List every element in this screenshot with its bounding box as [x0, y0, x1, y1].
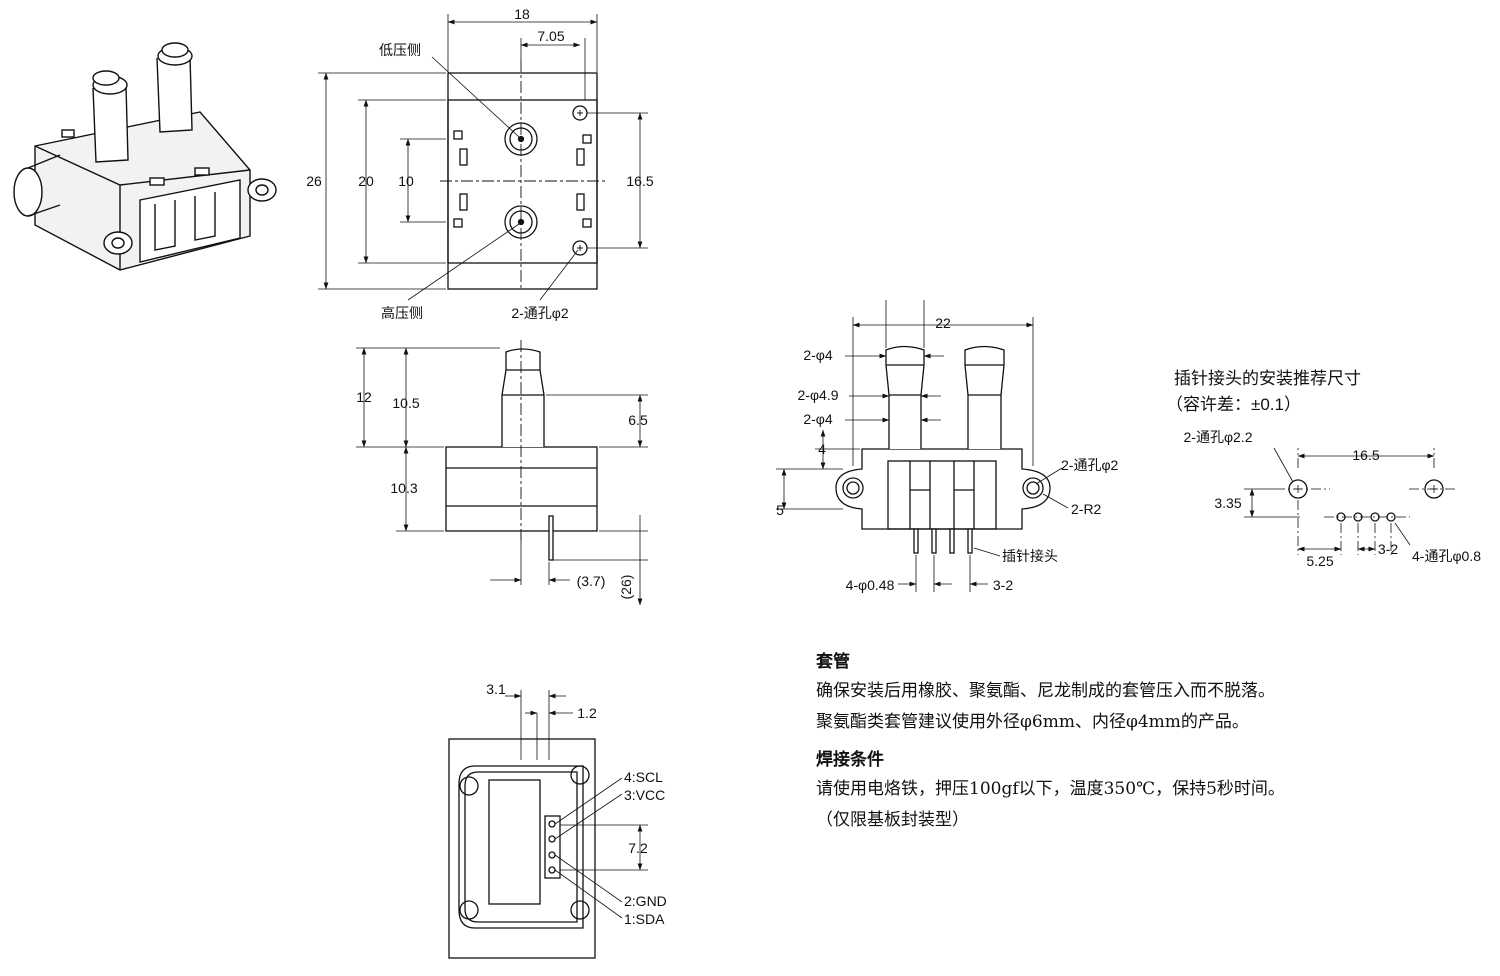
dim-3-7: (3.7)	[577, 573, 606, 589]
top-view	[318, 14, 648, 301]
top-view-labels: 18 7.05 26 20 10 16.5 低压侧 高压侧 2-通孔φ2	[306, 6, 654, 321]
solder-line-2: （仅限基板封装型）	[816, 810, 969, 830]
dim-3-35: 3.35	[1214, 495, 1241, 511]
dim-1-2: 1.2	[577, 705, 597, 721]
label-phi-4-9: 2-φ4.9	[798, 387, 839, 403]
label-through-hole-front: 2-通孔φ2	[1061, 457, 1119, 473]
label-high-pressure-side: 高压侧	[381, 305, 423, 321]
label-pin-sda: 1:SDA	[624, 911, 665, 927]
label-low-pressure-side: 低压侧	[379, 42, 421, 58]
front-view-labels: 22 2-φ4 2-φ4.9 2-φ4 4 5 2-通孔φ2 2-R2 插针接头…	[776, 315, 1118, 593]
mount-tolerance-text: （容许差：±0.1）	[1166, 395, 1301, 414]
solder-heading: 焊接条件	[816, 750, 884, 770]
label-mount-pitch: 3-2	[1378, 541, 1398, 557]
solder-line-1: 请使用电烙铁，押压100gf以下，温度350℃，保持5秒时间。	[816, 779, 1285, 799]
sleeve-heading: 套管	[816, 652, 850, 672]
bottom-view-labels: 3.1 1.2 7.2 4:SCL 3:VCC 2:GND 1:SDA	[486, 681, 667, 927]
dim-7-2: 7.2	[628, 840, 648, 856]
dim-20: 20	[358, 173, 374, 189]
label-pin-diameter: 4-φ0.48	[846, 577, 895, 593]
mount-title-text: 插针接头的安装推荐尺寸	[1174, 369, 1361, 388]
sleeve-line-2: 聚氨酯类套管建议使用外径φ6mm、内径φ4mm的产品。	[816, 712, 1249, 732]
label-pin-connector: 插针接头	[1002, 548, 1058, 564]
front-view	[776, 300, 1069, 592]
label-pin-scl: 4:SCL	[624, 769, 663, 785]
dim-10: 10	[398, 173, 414, 189]
side-view-labels: 12 10.5 6.5 10.3 (3.7) (26)	[356, 389, 648, 599]
label-r2: 2-R2	[1071, 501, 1102, 517]
dim-26: 26	[306, 173, 322, 189]
sleeve-line-1: 确保安装后用橡胶、聚氨酯、尼龙制成的套管压入而不脱落。	[816, 681, 1275, 701]
dim-26-ref: (26)	[618, 575, 634, 600]
dim-7-05: 7.05	[537, 28, 564, 44]
label-pin-vcc: 3:VCC	[624, 787, 665, 803]
bottom-view	[448, 690, 648, 959]
dim-5: 5	[776, 502, 784, 518]
dim-18: 18	[514, 6, 530, 22]
label-phi-4-bottom: 2-φ4	[803, 411, 833, 427]
isometric-view	[13, 42, 277, 271]
mount-labels: 2-通孔φ2.2 16.5 3.35 5.25 3-2 4-通孔φ0.8	[1184, 429, 1482, 569]
dim-22: 22	[935, 315, 951, 331]
label-phi-4-top: 2-φ4	[803, 347, 833, 363]
dim-6-5: 6.5	[628, 412, 648, 428]
label-pin-gnd: 2:GND	[624, 893, 667, 909]
side-view	[356, 340, 648, 606]
dim-10-5: 10.5	[392, 395, 419, 411]
label-pin-pitch: 3-2	[993, 577, 1013, 593]
dim-mount-16-5: 16.5	[1352, 447, 1379, 463]
dim-10-3: 10.3	[390, 480, 417, 496]
mount-pattern	[1244, 447, 1455, 555]
label-through-hole: 2-通孔φ2	[511, 305, 569, 321]
label-mount-hole-0-8: 4-通孔φ0.8	[1412, 548, 1481, 564]
label-mount-hole-2-2: 2-通孔φ2.2	[1184, 429, 1253, 445]
dim-4: 4	[818, 441, 826, 457]
mount-title: 插针接头的安装推荐尺寸 （容许差：±0.1）	[1166, 369, 1361, 414]
dim-16-5: 16.5	[626, 173, 653, 189]
dim-5-25: 5.25	[1306, 553, 1333, 569]
notes-section: 套管 确保安装后用橡胶、聚氨酯、尼龙制成的套管压入而不脱落。 聚氨酯类套管建议使…	[816, 648, 1476, 836]
dim-3-1: 3.1	[486, 681, 506, 697]
dim-12: 12	[356, 389, 372, 405]
